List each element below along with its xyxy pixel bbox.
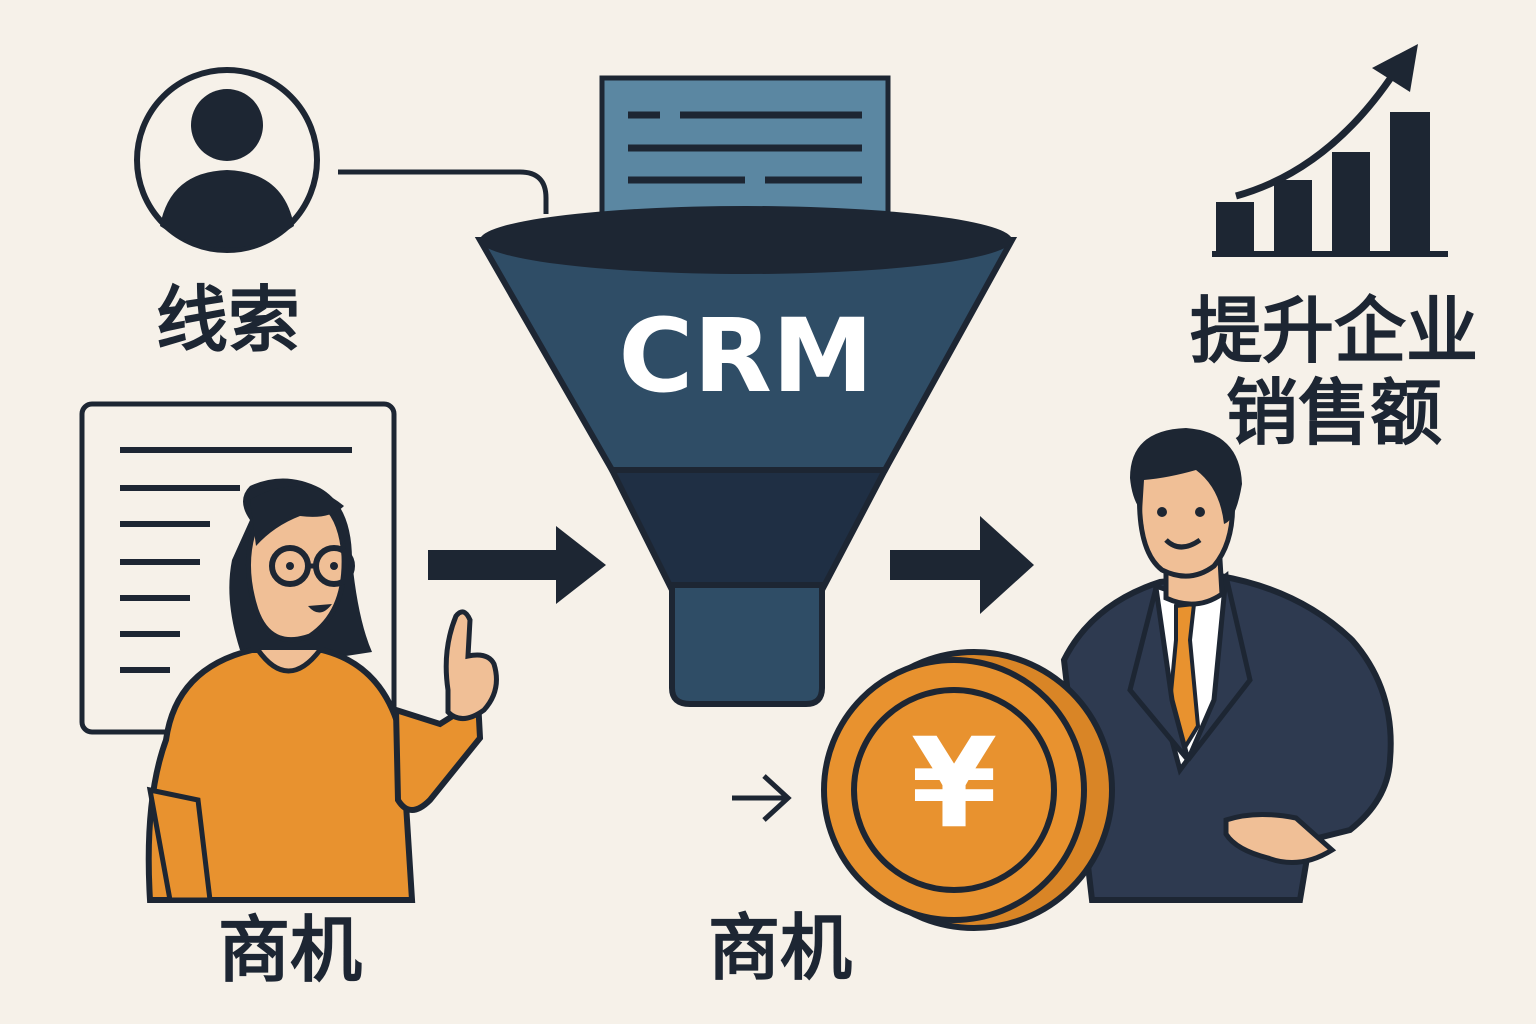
arrow-right-icon [890,516,1034,614]
small-arrow-icon [732,774,792,822]
funnel-icon [474,206,1018,707]
yen-symbol: ¥ [910,712,998,856]
opportunity-label-center: 商机 [708,906,853,990]
person-circle-icon [134,67,320,253]
boost-sales-line-1: 提升企业 [1189,289,1478,373]
lead-label: 线索 [156,278,301,362]
arrow-right-icon [428,526,606,604]
boost-sales-line-2: 销售额 [1225,371,1442,455]
boost-sales-label: 提升企业 销售额 [1184,290,1484,454]
yen-coin-icon [821,649,1115,931]
lead-connector-line [338,169,549,214]
man-illustration [1060,428,1394,903]
funnel-label: CRM [618,297,874,416]
opportunity-label-left: 商机 [218,908,363,992]
woman-illustration [145,478,499,903]
bar-chart-growth-icon [1212,44,1448,257]
